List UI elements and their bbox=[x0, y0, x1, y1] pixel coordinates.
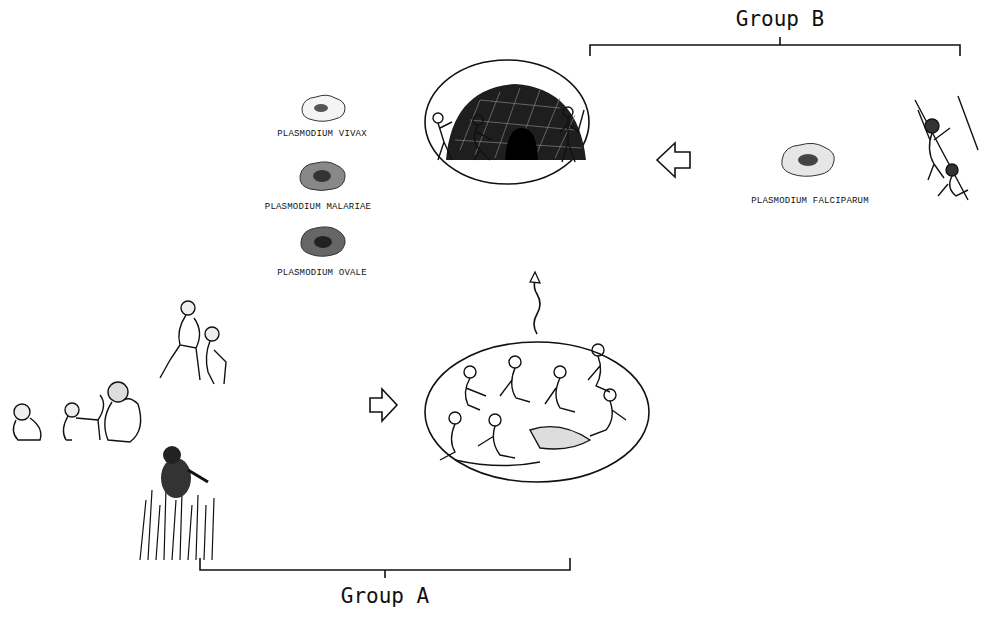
hut-scene bbox=[433, 84, 586, 162]
scene-ellipse bbox=[425, 60, 589, 184]
species-label: PLASMODIUM MALARIAE bbox=[265, 202, 371, 212]
species-label: PLASMODIUM OVALE bbox=[277, 268, 367, 278]
block-arrow bbox=[370, 389, 397, 421]
block-arrow bbox=[657, 143, 690, 177]
parasite-cell bbox=[301, 227, 345, 256]
monkey-figures bbox=[13, 382, 140, 442]
group-label: Group B bbox=[736, 7, 825, 31]
bracket bbox=[200, 558, 570, 578]
species-label: PLASMODIUM FALCIPARUM bbox=[751, 196, 869, 206]
wavy-arrow bbox=[534, 280, 540, 334]
bracket bbox=[590, 37, 960, 56]
species-label: PLASMODIUM VIVAX bbox=[277, 129, 367, 139]
parasite-cell bbox=[782, 143, 835, 176]
scene-ellipse bbox=[425, 342, 649, 482]
arrow-head bbox=[530, 272, 540, 283]
ape-in-grass bbox=[140, 446, 214, 560]
primate-figures bbox=[160, 301, 226, 384]
group-label: Group A bbox=[341, 584, 430, 608]
parasite-cell bbox=[302, 95, 345, 121]
gathering-scene bbox=[440, 344, 626, 466]
parasite-cell bbox=[300, 162, 345, 191]
ape-figures bbox=[915, 96, 978, 200]
